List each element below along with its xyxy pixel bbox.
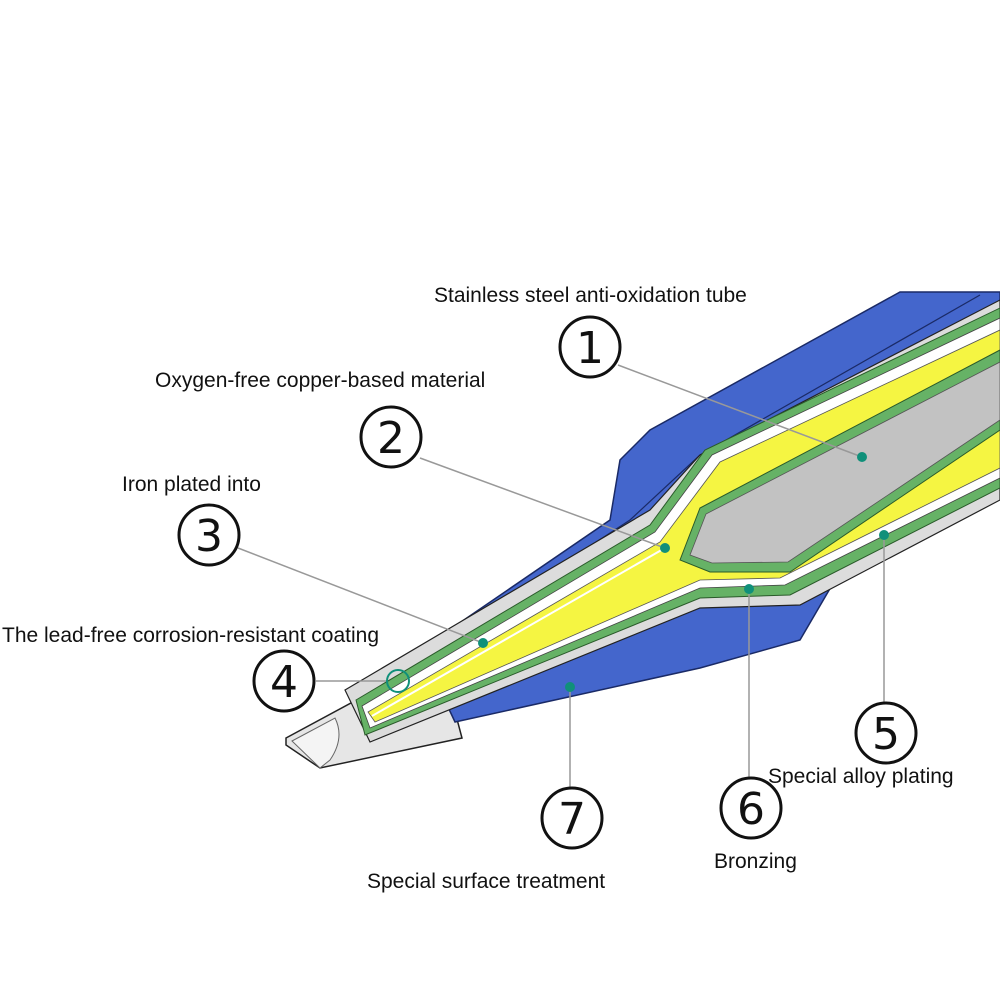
leader-1: [617, 364, 863, 458]
tip-bevel: [291, 717, 340, 769]
label-bronzing: Bronzing: [714, 850, 797, 873]
leader-2: [419, 457, 666, 549]
label-stainless-steel-tube: Stainless steel anti-oxidation tube: [434, 284, 747, 307]
leader-3: [237, 547, 484, 644]
callout-number-5: 5: [872, 709, 900, 760]
callout-circle-3: 3: [177, 503, 241, 567]
marker-ring-4: [386, 669, 410, 693]
leader-lines: [237, 364, 885, 790]
callout-circle-2: 2: [359, 405, 423, 469]
callout-number-3: 3: [195, 511, 223, 562]
callout-number-1: 1: [576, 323, 604, 374]
marker-dot-2: [660, 543, 670, 553]
callout-circle-4: 4: [252, 649, 316, 713]
callout-circles: 1 2 3 4 5 6 7: [177, 315, 918, 850]
label-special-alloy-plating: Special alloy plating: [768, 765, 954, 788]
marker-dot-6: [744, 584, 754, 594]
label-special-surface-treatment: Special surface treatment: [367, 870, 606, 893]
marker-dot-5: [879, 530, 889, 540]
copper-inner-line: [371, 547, 666, 717]
marker-dot-7: [565, 682, 575, 692]
callout-circle-6: 6: [719, 776, 783, 840]
copper-core: [367, 329, 1000, 723]
marker-dot-3: [478, 638, 488, 648]
label-lead-free-coating: The lead-free corrosion-resistant coatin…: [2, 624, 380, 647]
callout-number-2: 2: [377, 413, 405, 464]
callout-number-7: 7: [558, 794, 586, 845]
label-oxygen-free-copper: Oxygen-free copper-based material: [155, 369, 486, 392]
marker-dots: [478, 452, 889, 692]
callout-number-4: 4: [270, 657, 298, 708]
marker-dot-1: [857, 452, 867, 462]
label-iron-plated: Iron plated into: [122, 473, 261, 496]
callout-number-6: 6: [737, 784, 765, 835]
steel-core: [689, 361, 1000, 564]
callout-circle-1: 1: [558, 315, 622, 379]
callout-circle-7: 7: [540, 786, 604, 850]
callout-circle-5: 5: [854, 701, 918, 765]
